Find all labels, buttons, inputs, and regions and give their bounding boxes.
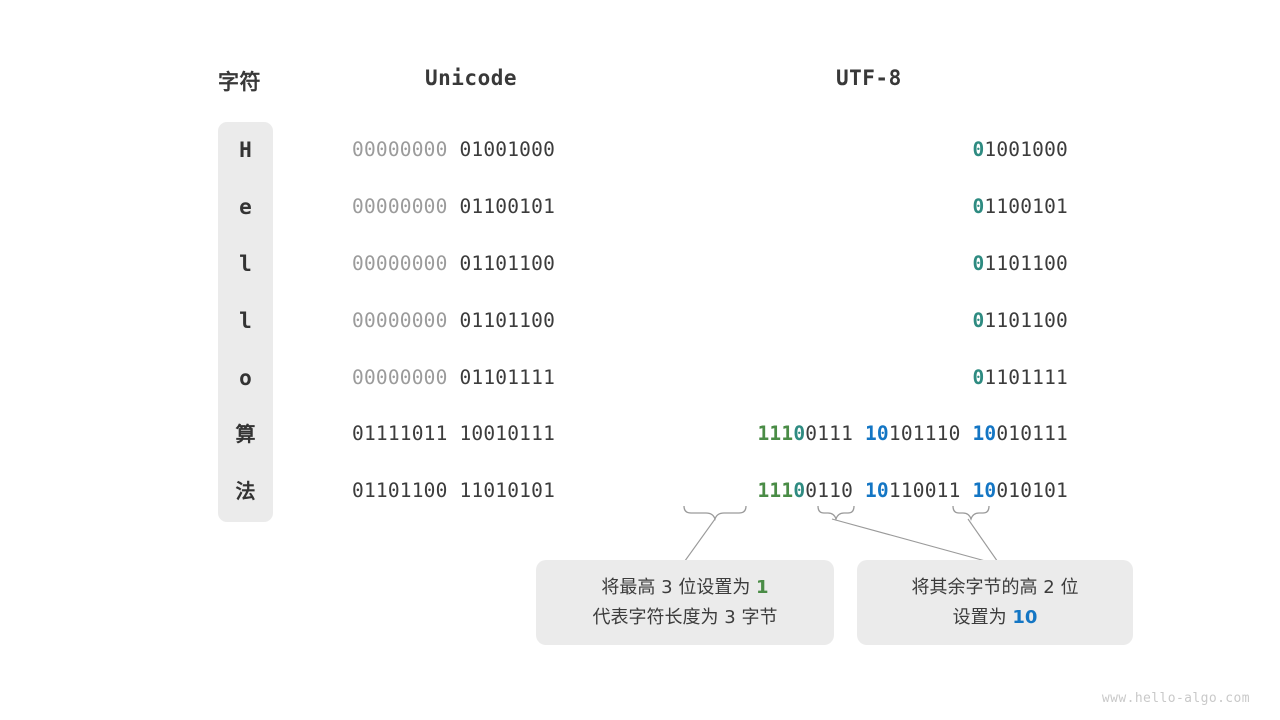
character-cell-0: H bbox=[239, 138, 252, 162]
unicode-cell-0: 00000000 01001000 bbox=[352, 137, 612, 163]
unicode-high-byte: 00000000 bbox=[352, 366, 448, 389]
utf8-payload-bits: 1001000 bbox=[984, 138, 1068, 161]
unicode-low-byte: 01101111 bbox=[459, 366, 556, 389]
utf8-marker-terminator: 0 bbox=[793, 422, 806, 445]
utf8-cell-4: 01101111 bbox=[430, 365, 1068, 391]
unicode-cell-1: 00000000 01100101 bbox=[352, 194, 612, 220]
utf8-space bbox=[853, 422, 865, 445]
leader-line-3 bbox=[967, 518, 1001, 566]
unicode-low-byte: 01101100 bbox=[459, 252, 556, 275]
brace-continuation-marker-1 bbox=[817, 505, 855, 522]
utf8-marker-bit: 0 bbox=[972, 366, 985, 389]
utf8-byte3-payload: 010101 bbox=[996, 479, 1068, 502]
utf8-cell-6: 11100110 10110011 10010101 bbox=[430, 478, 1068, 504]
utf8-continuation-marker: 10 bbox=[864, 479, 889, 502]
annotation-box-continuation-marker: 将其余字节的高 2 位 设置为 10 bbox=[857, 560, 1133, 645]
utf8-payload-bits: 1101100 bbox=[984, 252, 1068, 275]
unicode-cell-4: 00000000 01101111 bbox=[352, 365, 612, 391]
character-cell-1: e bbox=[239, 195, 252, 219]
brace-continuation-marker-2 bbox=[952, 505, 990, 522]
column-header-utf8: UTF-8 bbox=[836, 66, 902, 90]
annotation-text: 设置为 bbox=[952, 606, 1013, 628]
unicode-high-byte: 00000000 bbox=[352, 252, 448, 275]
utf8-space bbox=[853, 479, 865, 502]
unicode-low-byte: 01100101 bbox=[459, 195, 556, 218]
leader-line-2 bbox=[831, 518, 1001, 566]
character-cell-5: 算 bbox=[235, 422, 256, 446]
leader-line-1 bbox=[681, 518, 716, 566]
utf8-cell-2: 01101100 bbox=[430, 251, 1068, 277]
utf8-marker-terminator: 0 bbox=[793, 479, 806, 502]
utf8-byte1-payload: 0110 bbox=[805, 479, 854, 502]
unicode-low-byte: 01101100 bbox=[459, 309, 556, 332]
unicode-low-byte: 10010111 bbox=[459, 422, 556, 445]
utf8-marker-bit: 0 bbox=[972, 138, 985, 161]
character-cell-4: o bbox=[239, 366, 252, 390]
utf8-byte1-payload: 0111 bbox=[805, 422, 854, 445]
utf8-continuation-marker: 10 bbox=[972, 422, 997, 445]
unicode-cell-5: 01111011 10010111 bbox=[352, 421, 612, 447]
utf8-payload-bits: 1101100 bbox=[984, 309, 1068, 332]
unicode-high-byte: 01101100 bbox=[352, 479, 448, 502]
utf8-cell-1: 01100101 bbox=[430, 194, 1068, 220]
character-cell-3: l bbox=[239, 309, 252, 333]
utf8-payload-bits: 1100101 bbox=[984, 195, 1068, 218]
annotation-line-1: 将其余字节的高 2 位 bbox=[911, 576, 1079, 598]
annotation-highlight-value: 1 bbox=[756, 576, 769, 598]
utf8-marker-bit: 0 bbox=[972, 309, 985, 332]
character-column-panel bbox=[218, 122, 273, 522]
annotation-line-2: 设置为 10 bbox=[953, 603, 1038, 633]
unicode-cell-3: 00000000 01101100 bbox=[352, 308, 612, 334]
unicode-high-byte: 01111011 bbox=[352, 422, 448, 445]
utf8-continuation-marker: 10 bbox=[972, 479, 997, 502]
utf8-byte3-payload: 010111 bbox=[996, 422, 1068, 445]
utf8-payload-bits: 1101111 bbox=[984, 366, 1068, 389]
watermark: www.hello-algo.com bbox=[1101, 691, 1250, 706]
unicode-cell-2: 00000000 01101100 bbox=[352, 251, 612, 277]
utf8-byte2-payload: 101110 bbox=[888, 422, 961, 445]
unicode-cell-6: 01101100 11010101 bbox=[352, 478, 612, 504]
annotation-line-2: 代表字符长度为 3 字节 bbox=[592, 606, 778, 628]
utf8-cell-5: 11100111 10101110 10010111 bbox=[430, 421, 1068, 447]
column-header-character: 字符 bbox=[218, 70, 261, 94]
utf8-marker-bit: 0 bbox=[972, 252, 985, 275]
annotation-box-length-marker: 将最高 3 位设置为 1 代表字符长度为 3 字节 bbox=[536, 560, 834, 645]
annotation-highlight-value: 10 bbox=[1012, 606, 1038, 628]
annotation-line-1: 将最高 3 位设置为 1 bbox=[601, 573, 768, 603]
utf8-cell-3: 01101100 bbox=[430, 308, 1068, 334]
unicode-low-byte: 01001000 bbox=[459, 138, 556, 161]
utf8-marker-bit: 0 bbox=[972, 195, 985, 218]
character-cell-2: l bbox=[239, 252, 252, 276]
utf8-continuation-marker: 10 bbox=[864, 422, 889, 445]
brace-length-marker bbox=[683, 505, 747, 522]
column-header-unicode: Unicode bbox=[425, 66, 518, 90]
utf8-space bbox=[961, 422, 973, 445]
unicode-low-byte: 11010101 bbox=[459, 479, 556, 502]
utf8-length-marker: 111 bbox=[757, 479, 794, 502]
utf8-space bbox=[961, 479, 973, 502]
utf8-cell-0: 01001000 bbox=[430, 137, 1068, 163]
unicode-high-byte: 00000000 bbox=[352, 309, 448, 332]
annotation-text: 将最高 3 位设置为 bbox=[601, 576, 757, 598]
character-cell-6: 法 bbox=[235, 479, 256, 503]
utf8-byte2-payload: 110011 bbox=[888, 479, 961, 502]
utf8-length-marker: 111 bbox=[757, 422, 794, 445]
table-header-row: 字符 Unicode UTF-8 bbox=[0, 66, 1280, 100]
unicode-high-byte: 00000000 bbox=[352, 195, 448, 218]
unicode-high-byte: 00000000 bbox=[352, 138, 448, 161]
